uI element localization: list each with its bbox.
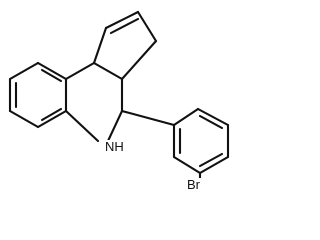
nitrogen-atom-label: N (105, 139, 115, 154)
double-bond-outer (109, 17, 140, 35)
bond (8, 109, 40, 129)
nh-atom-label: NH (104, 140, 125, 154)
bromophenyl-ring (120, 107, 230, 182)
bond (64, 109, 100, 143)
bond (106, 109, 124, 143)
bond (198, 155, 230, 175)
bond (120, 39, 158, 81)
bond (92, 26, 108, 65)
benzo-ring (8, 61, 68, 129)
bond (64, 61, 96, 81)
molecule-structure (8, 10, 230, 182)
bond (136, 10, 158, 43)
bond (120, 109, 176, 127)
bond (196, 107, 230, 127)
bromine-atom-label: Br (186, 177, 201, 192)
double-bond-inner (40, 68, 63, 83)
double-bond-inner (198, 114, 224, 130)
bond (104, 10, 140, 30)
bond (172, 155, 202, 175)
double-bond-inner (198, 152, 224, 168)
bond (36, 109, 68, 129)
bond (8, 61, 40, 81)
double-bond-inner (40, 107, 63, 122)
dihydropyridine-ring (64, 61, 124, 143)
bond (92, 61, 124, 81)
bond (36, 61, 68, 81)
bond (172, 107, 200, 127)
cyclopentene-ring (92, 10, 158, 81)
hydrogen-atom-label: H (114, 139, 124, 154)
